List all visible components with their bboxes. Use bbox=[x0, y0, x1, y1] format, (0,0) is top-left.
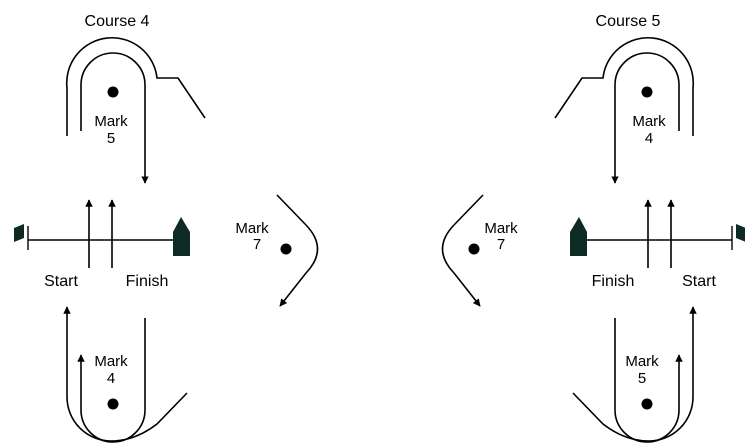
flag-icon bbox=[736, 224, 745, 242]
start-label: Start bbox=[44, 273, 78, 290]
mark-7-label-word: Mark bbox=[484, 220, 518, 237]
mark-7-rounding-path bbox=[441, 194, 484, 307]
mark-5-outer-rounding-path bbox=[65, 36, 206, 136]
committee-boat-icon bbox=[570, 217, 587, 256]
mark-5-inner-rounding-path bbox=[614, 318, 683, 443]
mark-7-label-word: Mark bbox=[235, 220, 269, 237]
mark-7-label-number: 7 bbox=[497, 236, 505, 253]
mark-4-outer-rounding-path bbox=[554, 36, 695, 136]
start-finish-line bbox=[14, 199, 190, 268]
mark-4-label-word: Mark bbox=[632, 113, 666, 130]
mark-4-outer-rounding-path bbox=[63, 306, 188, 442]
mark-4-label-number: 4 bbox=[107, 370, 115, 387]
course-5-title: Course 5 bbox=[596, 13, 661, 30]
mark-7-buoy-icon bbox=[468, 243, 480, 255]
mark-4-buoy-icon bbox=[641, 86, 653, 98]
mark-4-label-word: Mark bbox=[94, 353, 128, 370]
mark-4-label-number: 4 bbox=[645, 130, 653, 147]
mark-5-label-word: Mark bbox=[625, 353, 659, 370]
mark-5-label-word: Mark bbox=[94, 113, 128, 130]
mark-5-label-number: 5 bbox=[638, 370, 646, 387]
mark-4-inner-rounding-path bbox=[77, 318, 146, 443]
course-4: Course 4 Mark 5 Start Finish Mark 7 Mark… bbox=[14, 13, 319, 443]
start-finish-line bbox=[570, 199, 745, 268]
mark-4-buoy-icon bbox=[107, 398, 119, 410]
mark-4-inner-rounding-path bbox=[614, 52, 680, 136]
finish-label: Finish bbox=[592, 273, 635, 290]
mark-5-inner-rounding-path bbox=[80, 52, 146, 136]
flag-icon bbox=[14, 224, 24, 242]
course-5: Course 5 Mark bbox=[441, 13, 745, 443]
mark-7-label-number: 7 bbox=[253, 236, 261, 253]
finish-label: Finish bbox=[126, 273, 169, 290]
start-label: Start bbox=[682, 273, 716, 290]
course-4-title: Course 4 bbox=[85, 13, 150, 30]
mark-7-rounding-path bbox=[276, 194, 319, 307]
mark-5-outer-rounding-path bbox=[572, 306, 697, 442]
committee-boat-icon bbox=[173, 217, 190, 256]
mark-5-label-number: 5 bbox=[107, 130, 115, 147]
mark-7-buoy-icon bbox=[280, 243, 292, 255]
mark-5-buoy-icon bbox=[641, 398, 653, 410]
mark-5-buoy-icon bbox=[107, 86, 119, 98]
